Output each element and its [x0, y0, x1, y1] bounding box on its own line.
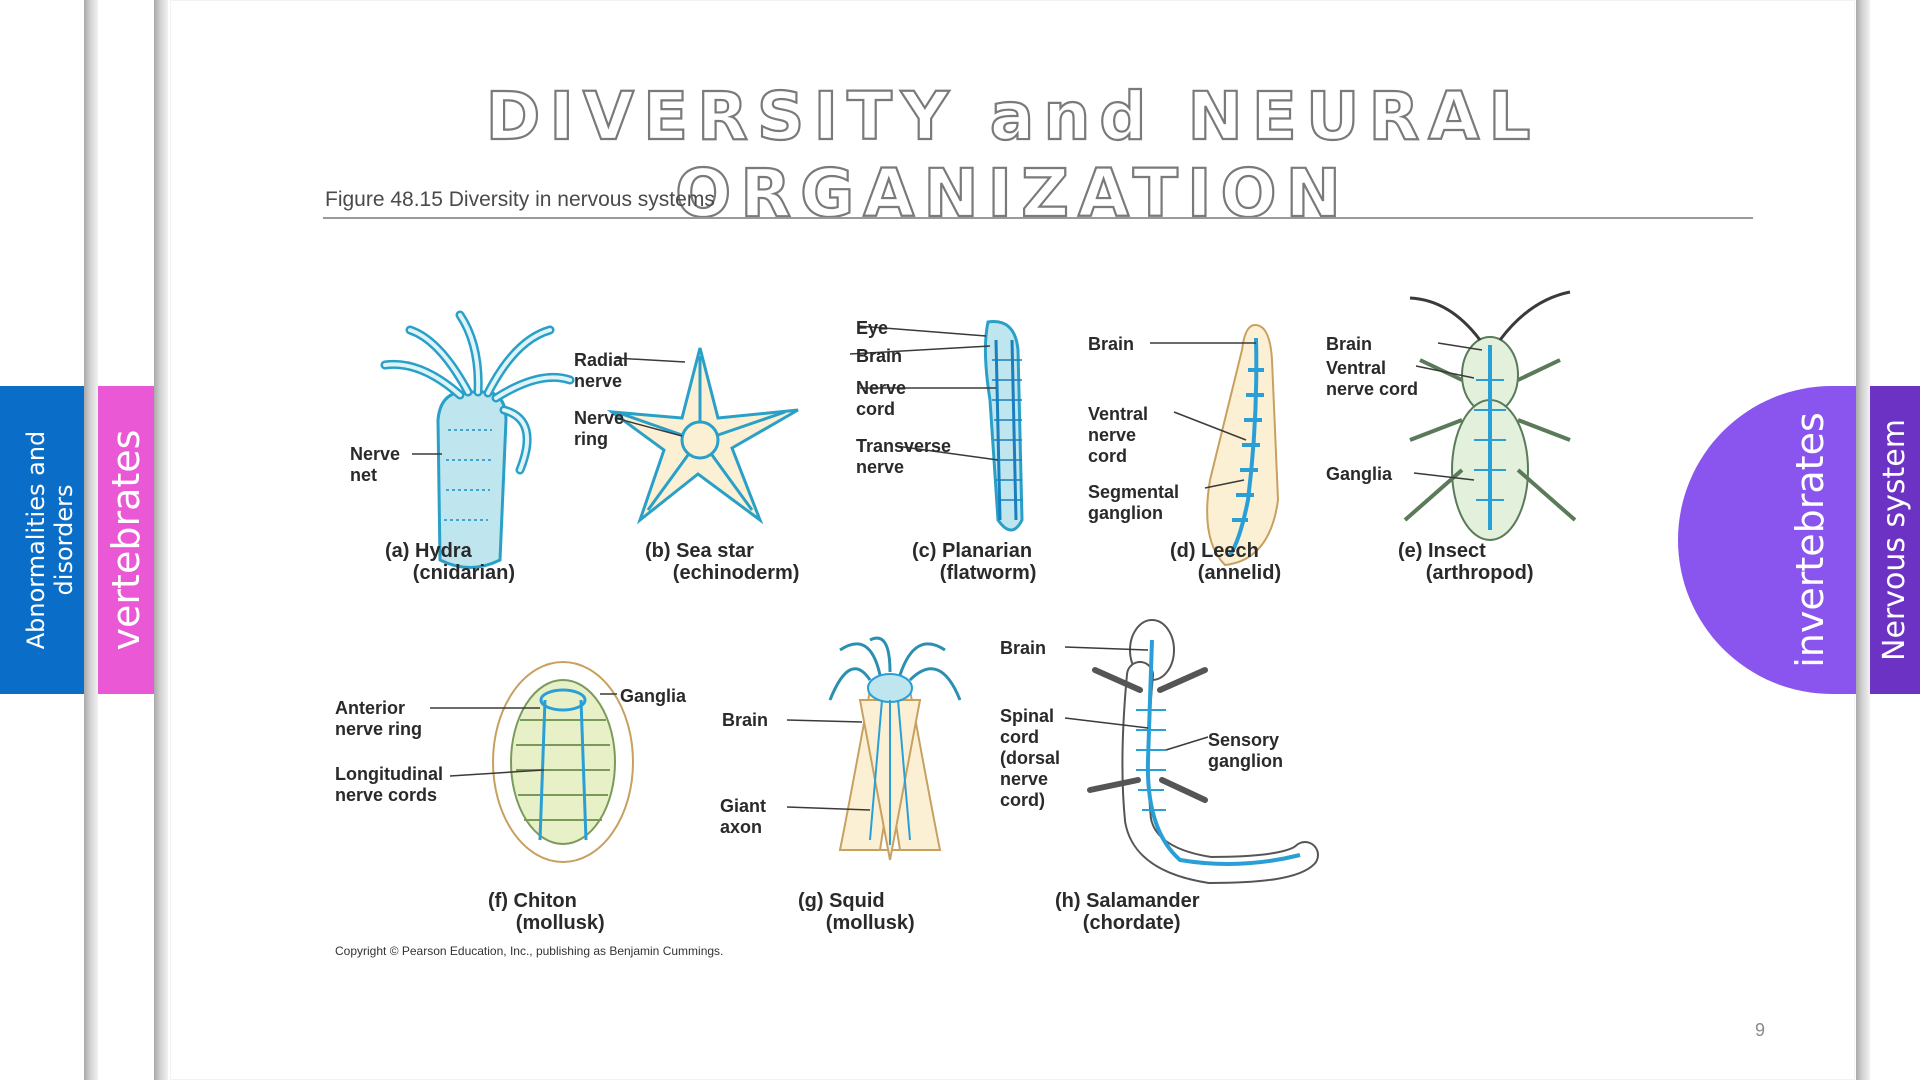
- label-sensory-ganglion: Sensory ganglion: [1208, 730, 1283, 771]
- divider-left-1: [84, 0, 98, 1080]
- tab-nervous-system[interactable]: Nervous system: [1870, 386, 1920, 694]
- hydra-illustration: [380, 310, 575, 569]
- sea-star-illustration: [606, 347, 799, 525]
- tab-label-invertebrates: invertebrates: [1788, 412, 1832, 668]
- chiton-illustration: [492, 661, 634, 863]
- label-brain-leech: Brain: [1088, 334, 1135, 354]
- caption-panel-h: (h) Salamander (chordate): [1055, 890, 1200, 934]
- label-brain-planarian: Brain: [856, 346, 903, 366]
- squid-illustration: [828, 636, 962, 861]
- leech-illustration: [1206, 323, 1280, 567]
- tab-label-abnormalities: Abnormalities and disorders: [22, 430, 78, 650]
- label-longitudinal-nerve-cords: Longitudinal nerve cords: [335, 764, 443, 805]
- label-giant-axon: Giant axon: [720, 796, 767, 837]
- divider-right-1: [1856, 0, 1870, 1080]
- caption-panel-f: (f) Chiton (mollusk): [488, 890, 605, 934]
- label-ganglia-chiton: Ganglia: [620, 686, 687, 706]
- caption-panel-e: (e) Insect (arthropod): [1398, 540, 1534, 584]
- figure-rule: [323, 217, 1753, 219]
- label-nerve-net: Nerve net: [350, 444, 401, 485]
- caption-panel-g: (g) Squid (mollusk): [798, 890, 915, 934]
- figure-caption: Figure 48.15 Diversity in nervous system…: [325, 188, 715, 211]
- caption-panel-a: (a) Hydra (cnidarian): [385, 540, 516, 584]
- label-ganglia-insect: Ganglia: [1326, 464, 1393, 484]
- label-nerve-cord-planarian: Nerve cord: [856, 378, 907, 419]
- leader-lines: [412, 325, 1483, 811]
- label-transverse-nerve: Transverse nerve: [856, 436, 952, 477]
- nervous-systems-figure: [380, 290, 1577, 885]
- tab-abnormalities-and-disorders[interactable]: Abnormalities and disorders: [0, 386, 84, 694]
- caption-panel-c: (c) Planarian (flatworm): [912, 540, 1037, 584]
- tab-label-vertebrates: vertebrates: [104, 429, 148, 651]
- divider-left-2: [154, 0, 168, 1080]
- label-ventral-nerve-cord-insect: Ventral nerve cord: [1326, 358, 1419, 399]
- label-radial-nerve: Radial nerve: [574, 350, 629, 391]
- label-spinal-cord: Spinal cord (dorsal nerve cord): [1000, 706, 1061, 810]
- label-brain-squid: Brain: [722, 710, 769, 730]
- planarian-illustration: [983, 320, 1024, 532]
- caption-panel-d: (d) Leech (annelid): [1170, 540, 1282, 584]
- tab-label-nervous-system: Nervous system: [1877, 419, 1912, 661]
- salamander-illustration: [1087, 619, 1319, 885]
- tab-vertebrates[interactable]: vertebrates: [98, 386, 154, 694]
- slide: DIVERSITY and NEURAL ORGANIZATION Figure…: [170, 0, 1855, 1080]
- copyright-notice: Copyright © Pearson Education, Inc., pub…: [335, 944, 724, 958]
- label-anterior-nerve-ring: Anterior nerve ring: [335, 698, 423, 739]
- label-ventral-nerve-cord-leech: Ventral nerve cord: [1088, 404, 1149, 466]
- label-brain-insect: Brain: [1326, 334, 1373, 354]
- insect-illustration: [1403, 290, 1577, 541]
- label-brain-salamander: Brain: [1000, 638, 1047, 658]
- label-eye: Eye: [856, 318, 889, 338]
- label-nerve-ring: Nerve ring: [574, 408, 625, 449]
- caption-panel-b: (b) Sea star (echinoderm): [645, 540, 800, 584]
- label-segmental-ganglion: Segmental ganglion: [1088, 482, 1180, 523]
- page-number: 9: [1754, 1020, 1765, 1040]
- slide-title: DIVERSITY and NEURAL ORGANIZATION: [484, 77, 1540, 233]
